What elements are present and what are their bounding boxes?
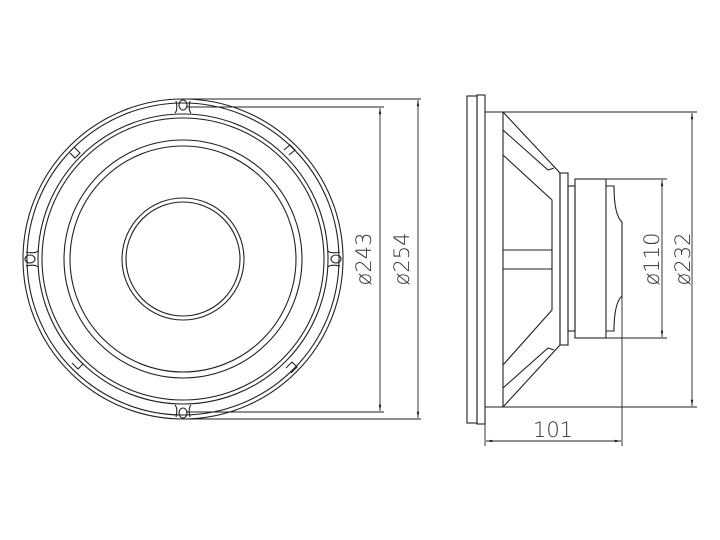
mount-hole-icon: [178, 407, 188, 419]
frame-ring-2: [26, 102, 340, 416]
basket-ribs: [502, 129, 555, 389]
dim-label-254: ø254: [390, 233, 414, 286]
front-view: ø243 ø254: [22, 98, 421, 420]
dim-label-101: 101: [533, 418, 573, 442]
mounting-holes: [24, 99, 342, 419]
frame-tabs: [69, 144, 298, 374]
dust-cap-outer: [121, 197, 245, 321]
magnet: [574, 178, 607, 339]
back-plate: [606, 185, 623, 332]
dim-label-232: ø232: [671, 233, 695, 286]
side-extension-lines: [484, 111, 697, 446]
side-view: ø110 ø232 101: [466, 94, 697, 446]
dim-label-243: ø243: [352, 233, 376, 286]
top-plate: [559, 172, 569, 346]
mount-hole-icon: [330, 254, 342, 264]
surround-inner: [41, 117, 325, 401]
basket-spoke: [503, 249, 552, 270]
mount-hole-icon: [24, 254, 36, 264]
cone-edge-outer: [63, 139, 303, 379]
surround-outer: [37, 113, 329, 405]
mount-hole-icon: [178, 99, 188, 111]
frame-outer-ring: [22, 98, 344, 420]
dim-label-110: ø110: [640, 233, 664, 286]
dust-cap-inner: [125, 201, 241, 317]
extension-lines: [186, 98, 421, 420]
frame-flange: [476, 94, 486, 425]
cone-edge-inner: [69, 145, 297, 373]
magnet-spacer: [567, 185, 576, 332]
front-gasket: [466, 95, 478, 424]
